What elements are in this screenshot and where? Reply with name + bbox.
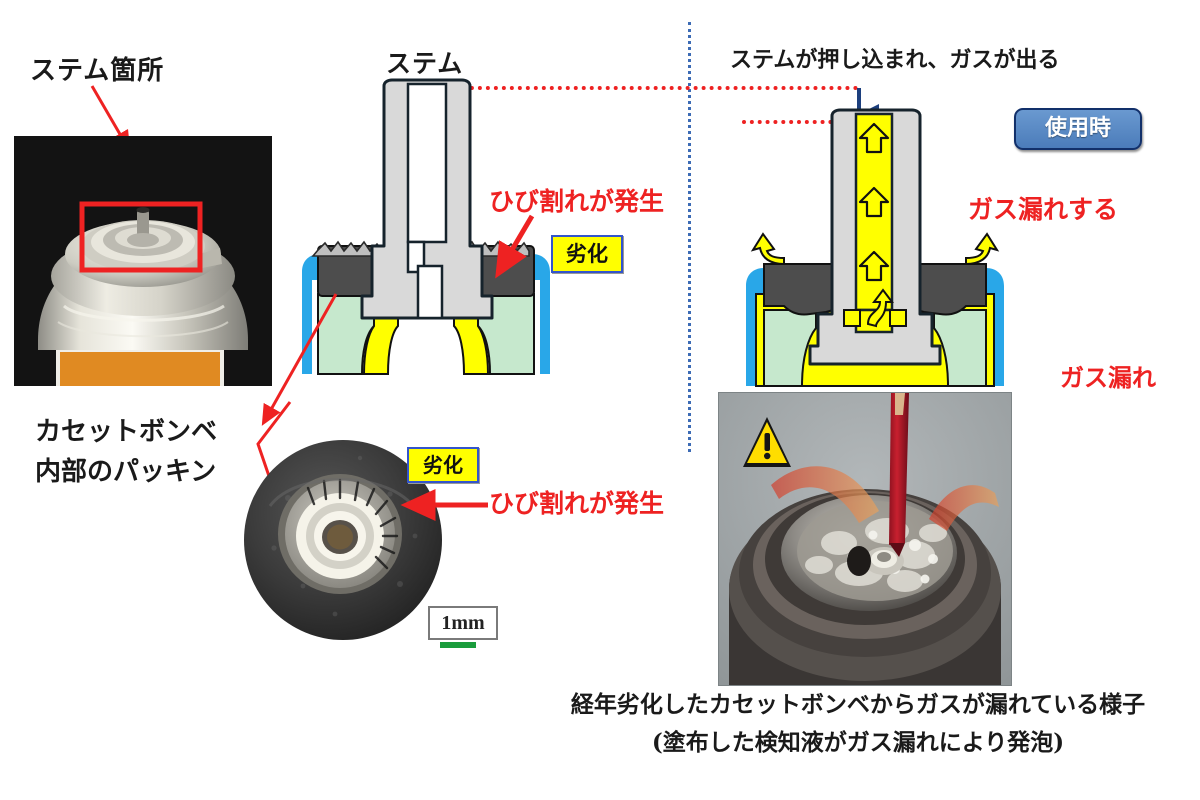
deterioration-badge-bottom: 劣化	[407, 447, 479, 483]
gas-leak-label: ガス漏れ	[1060, 364, 1156, 392]
leak-photo-caption-line1: 経年劣化したカセットボンベからガスが漏れている様子	[570, 691, 1146, 718]
deterioration-badge-top: 劣化	[551, 235, 623, 273]
gas-leaks-label: ガス漏れする	[968, 195, 1119, 224]
stem-level-line-after	[742, 120, 864, 124]
crack-occurs-label-bottom: ひび割れが発生	[489, 489, 665, 518]
packing-photo	[240, 436, 446, 642]
in-use-badge: 使用時	[1014, 108, 1142, 150]
scale-label: 1mm	[428, 606, 498, 640]
warning-triangle-icon	[743, 417, 791, 467]
yellow-curve-arrow-icon	[866, 288, 894, 328]
internal-packing-label-line1: カセットボンベ	[35, 417, 218, 447]
cross-section-in-use	[740, 108, 1010, 394]
crack-arrow-icon-bottom	[400, 489, 488, 522]
cross-section-before	[296, 78, 556, 392]
internal-packing-label-line2: 内部のパッキン	[35, 457, 217, 487]
crack-arrow-icon-top	[495, 214, 535, 279]
scale-bar	[440, 642, 476, 648]
gas-escape-arrow-right-icon	[965, 232, 1000, 266]
stem-label: ステム	[386, 49, 464, 78]
stem-pushed-label: ステムが押し込まれ、ガスが出る	[730, 48, 1060, 73]
leak-photo-caption: 経年劣化したカセットボンベからガスが漏れている様子 (塗布した検知液がガス漏れに…	[528, 686, 1188, 762]
stem-location-label: ステム箇所	[30, 56, 165, 86]
canister-photo	[14, 136, 272, 386]
gas-leak-photo	[718, 392, 1012, 686]
section-divider	[688, 22, 691, 452]
packing-pointer-arrow-icon	[261, 293, 338, 426]
gas-escape-arrow-left-icon	[750, 232, 785, 266]
crack-occurs-label-top: ひび割れが発生	[489, 187, 665, 216]
yellow-up-arrow-icon	[858, 122, 890, 282]
leak-photo-caption-line2: (塗布した検知液がガス漏れにより発泡)	[651, 729, 1065, 756]
stem-level-line-before	[398, 86, 858, 90]
internal-packing-label: カセットボンベ 内部のパッキン	[35, 412, 217, 492]
